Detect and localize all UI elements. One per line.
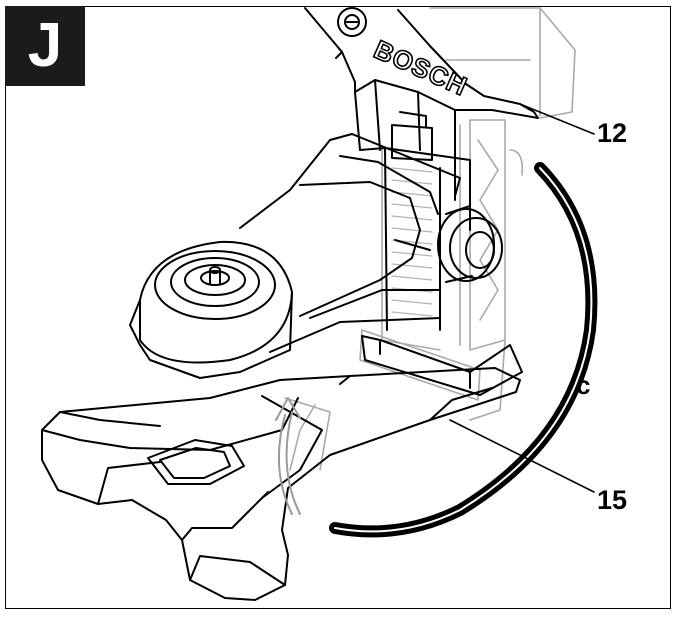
leader-lines	[449, 103, 595, 493]
figure-border	[5, 6, 671, 609]
callout-12: 12	[597, 118, 628, 148]
leader-15	[449, 419, 595, 493]
rotation-arc-highlight	[334, 167, 593, 533]
callout-15: 15	[597, 485, 628, 515]
panel-badge: J	[5, 6, 85, 86]
device-outline	[41, 7, 539, 601]
panel-letter: J	[27, 11, 63, 80]
rotation-guide-arrow	[275, 397, 301, 515]
bosch-logo-icon	[337, 7, 367, 37]
callout-c: c	[576, 370, 591, 400]
leader-12	[519, 103, 595, 135]
